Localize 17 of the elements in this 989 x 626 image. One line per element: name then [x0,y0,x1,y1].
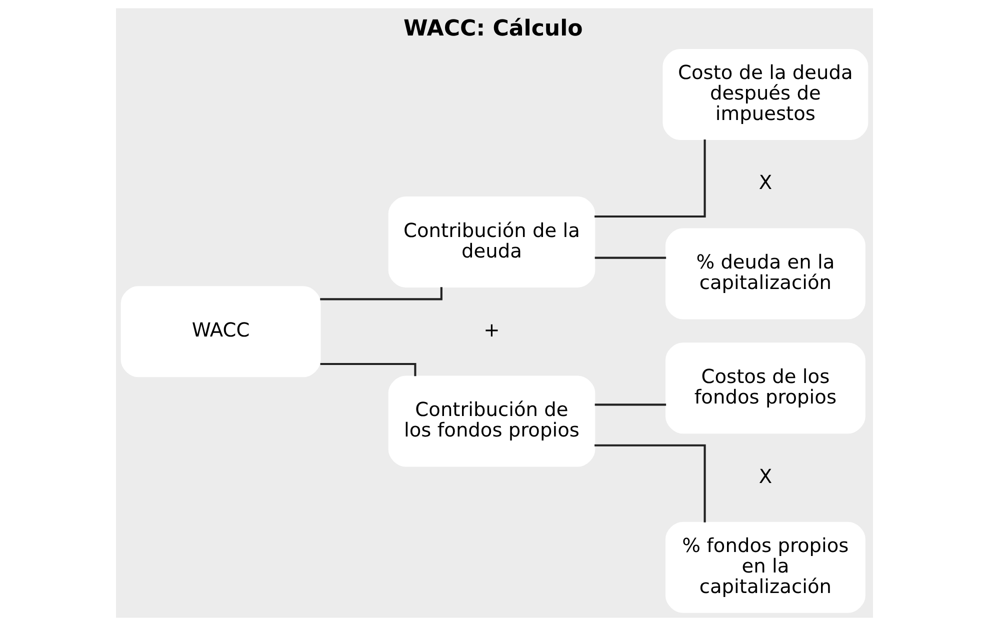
node-box: Contribución de los fondos propios [388,376,596,467]
connector [320,362,416,376]
node-box: Costo de la deuda después de impuestos [662,48,868,140]
connector [594,140,706,218]
connector [594,444,706,522]
label: X [758,464,772,488]
node-box: Costos de los fondos propios [665,342,866,434]
label: + [484,318,500,342]
node-box: % deuda en la capitalización [665,228,866,320]
node-box: WACC [120,286,321,378]
connector [594,256,666,259]
diagram-title: WACC: Cálculo [403,16,583,42]
node-box: % fondos propios en la capitalización [665,522,866,613]
node-box: Contribución de la deuda [388,196,596,288]
connector [320,287,442,300]
label: X [758,171,772,194]
connector [594,404,666,406]
